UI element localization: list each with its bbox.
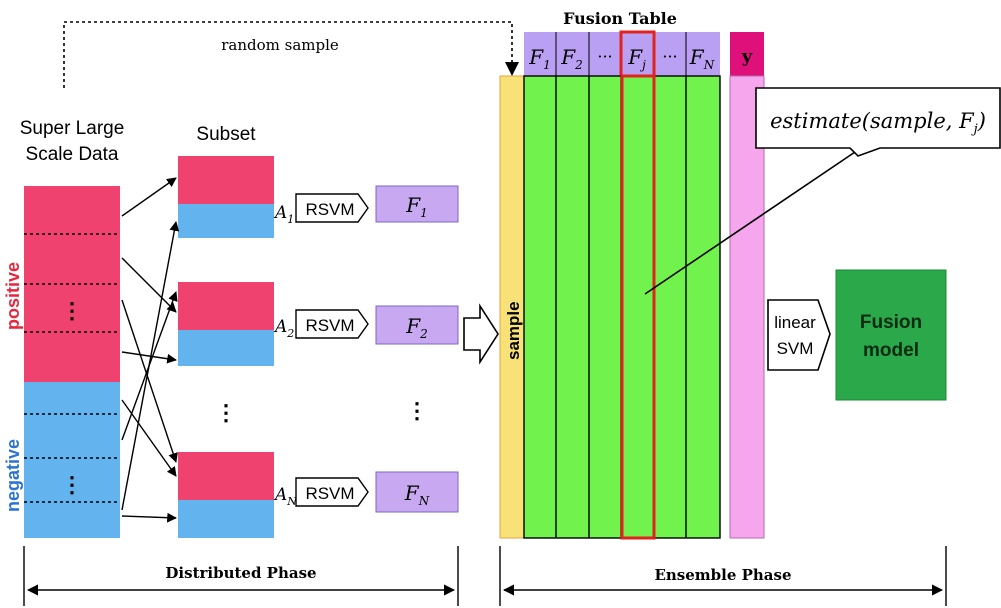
y-column [729, 75, 765, 539]
rsvm-label: RSVM [305, 484, 354, 503]
negative-block [24, 382, 120, 538]
to-fusion-arrow [463, 303, 499, 365]
super-large-data-block: ⋮ ⋮ [24, 186, 120, 538]
linear-svm-arrow: linear SVM [767, 299, 831, 371]
subset-n [178, 452, 274, 538]
fusion-table-title: Fusion Table [563, 9, 677, 28]
f-label: FN [404, 481, 430, 508]
fusion-col-header: FN [689, 45, 715, 72]
y-header [730, 32, 764, 76]
ensemble-phase-label: Ensemble Phase [654, 566, 791, 584]
data-title-line1: Super Large [20, 118, 125, 139]
estimate-callout: estimate(sample, Fj) [644, 87, 1001, 295]
fusion-model-box [835, 269, 947, 401]
fusion-header: F1 F2 ··· Fj ··· FN [524, 30, 720, 78]
distributed-phase-bracket: Distributed Phase [23, 546, 459, 606]
sample-column [499, 75, 525, 539]
fusion-model-line2: model [863, 340, 919, 361]
random-sample-arrowhead [505, 62, 519, 76]
y-label: y [741, 46, 753, 67]
rsvm-row-1: A1 RSVM F1 [273, 185, 459, 226]
distributed-phase-label: Distributed Phase [165, 564, 316, 582]
f-label: F2 [405, 314, 428, 341]
sampling-arrows [121, 177, 180, 523]
svm-label: SVM [777, 339, 814, 358]
subset-title: Subset [196, 124, 256, 145]
subset-vdots: ⋮ [215, 400, 237, 426]
fusion-model-line1: Fusion [860, 312, 922, 333]
linear-label: linear [774, 313, 816, 332]
a-label: A2 [273, 317, 294, 340]
f-box [375, 305, 459, 345]
a-label: A1 [273, 203, 294, 226]
negative-vdots: ⋮ [61, 472, 83, 498]
random-sample-label: random sample [221, 36, 339, 54]
fusion-col-header: Fj [627, 45, 646, 72]
a-label: AN [273, 485, 297, 508]
estimate-label: estimate(sample, Fj) [770, 109, 986, 137]
f-label: F1 [405, 193, 428, 220]
subset-2 [178, 282, 274, 366]
fusion-col-header: ··· [597, 47, 612, 66]
f-vdots: ⋮ [406, 398, 428, 424]
rsvm-row-2: A2 RSVM F2 [273, 305, 459, 345]
f-box [375, 471, 459, 513]
rsvm-label: RSVM [305, 316, 354, 335]
fusion-col-header: F2 [560, 45, 583, 72]
rsvm-row-n: AN RSVM FN [273, 471, 459, 513]
ensemble-phase-bracket: Ensemble Phase [499, 546, 947, 606]
fusion-col-header: F1 [528, 45, 551, 72]
f-box [375, 185, 459, 223]
data-title-line2: Scale Data [26, 144, 119, 165]
fusion-table-body [523, 74, 721, 540]
random-sample-connector: random sample [63, 21, 519, 88]
positive-vdots: ⋮ [61, 298, 83, 324]
fj-column-highlight [620, 74, 656, 540]
fusion-col-header: ··· [662, 47, 677, 66]
rsvm-label: RSVM [305, 200, 354, 219]
negative-label: negative [3, 439, 23, 512]
subset-1 [178, 156, 274, 238]
positive-label: positive [3, 262, 23, 330]
sample-label: sample [504, 301, 523, 360]
